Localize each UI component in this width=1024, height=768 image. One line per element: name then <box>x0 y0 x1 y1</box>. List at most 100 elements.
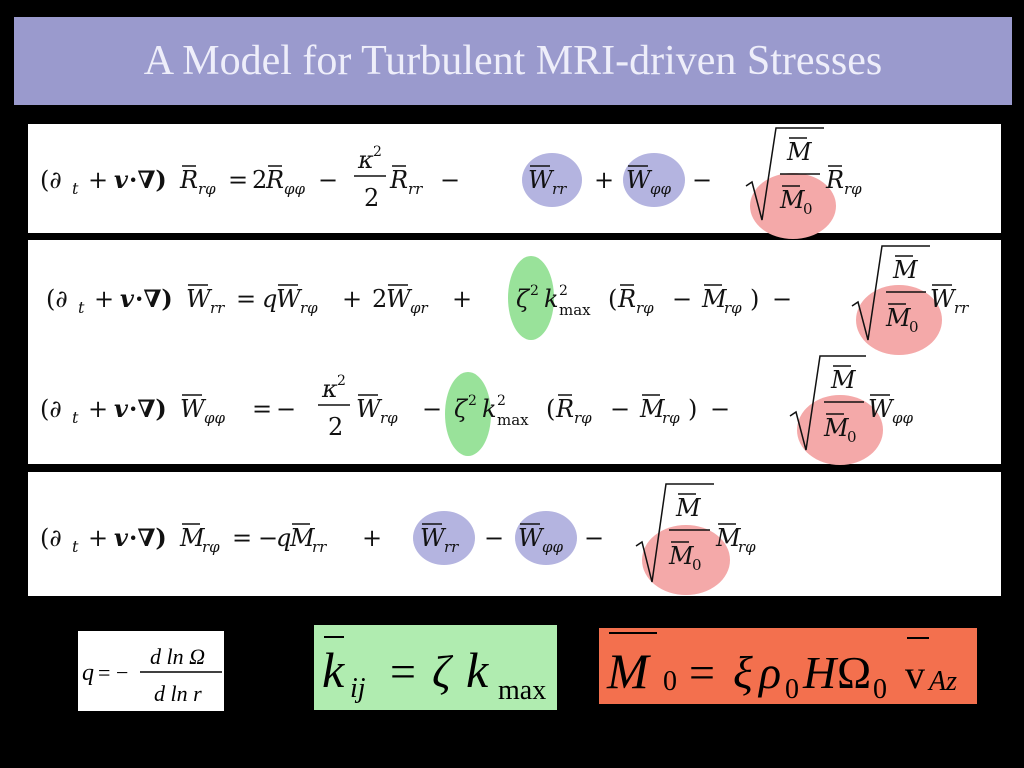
zeta-exp-2: 2 <box>468 393 477 409</box>
k-exp-1: 2 <box>559 283 568 299</box>
r-rphi-1: R <box>617 285 636 313</box>
q-eq: = <box>98 660 110 685</box>
w-rphi-sub: rφ <box>300 299 318 317</box>
q-definition-box: q = − d ln Ω d ln r <box>78 631 224 711</box>
m0-den-3: M <box>823 414 850 442</box>
w-phiphi-3-sub: φφ <box>542 538 564 556</box>
slide-title: A Model for Turbulent MRI-driven Stresse… <box>143 38 883 84</box>
w-rr-end: W <box>930 285 957 313</box>
lhs-v-3: v <box>114 394 129 423</box>
m0-den-4: M <box>668 542 695 570</box>
lhs-v: v <box>114 165 129 194</box>
m0-sub-3: 0 <box>847 428 857 446</box>
w-phir-sub: φr <box>410 299 429 317</box>
eq-sign: = <box>228 166 248 194</box>
lhs-t-3: t <box>72 408 79 427</box>
m-num-3: M <box>830 366 857 394</box>
w-rr-3: W <box>420 524 447 552</box>
k-1: k <box>544 285 559 313</box>
m-lhs: M <box>179 524 206 552</box>
w-lhs: W <box>186 285 213 313</box>
r-sub-rphi-2: rφ <box>844 180 862 198</box>
k-ij: ij <box>350 673 366 704</box>
r-symbol-2: R <box>265 166 284 194</box>
m-rphi-2: M <box>639 395 666 423</box>
minus-6: − <box>276 395 296 423</box>
equation-m-evolution: (∂ t + v ·∇) M rφ = − q M rr + W rr − W … <box>40 483 756 595</box>
m0-sub-2: 0 <box>909 318 919 336</box>
equation-panel-r: (∂ t + v ·∇) R rφ = 2 R φφ − κ 2 2 R rr … <box>28 124 1001 239</box>
lhs-t-2: t <box>78 298 85 317</box>
plus-2: + <box>342 285 362 313</box>
eq-sign-4: = <box>232 524 252 552</box>
m0-definition-box: M 0 = ξ ρ 0 H Ω 0 v Az <box>599 628 977 705</box>
minus-7: − <box>422 395 442 423</box>
k-exp-2: 2 <box>497 393 506 409</box>
w-lhs-2: W <box>180 395 207 423</box>
w-phiphi-end: W <box>868 395 895 423</box>
r-symbol-4: R <box>825 166 844 194</box>
kappa-den: 2 <box>364 184 379 212</box>
m-rphi-sub-1: rφ <box>724 299 742 317</box>
lhs-open-3: (∂ <box>40 395 62 423</box>
lhs-plus-4: + <box>88 524 108 552</box>
highlight-m0 <box>750 173 836 239</box>
w-lhs-sub: rr <box>210 299 225 317</box>
k-definition-box: k ij = ζ k max <box>314 625 557 710</box>
q-coef-2: q <box>276 524 291 552</box>
m0-den-2: M <box>885 304 912 332</box>
minus-5: − <box>772 285 792 313</box>
m0-rho: ρ <box>757 647 781 698</box>
k-2: k <box>482 395 497 423</box>
lhs-t-4: t <box>72 537 79 556</box>
m0-den: M <box>779 186 806 214</box>
zeta-2: ζ <box>454 395 469 423</box>
m0-h: H <box>802 647 839 698</box>
kappa-exp-2: 2 <box>337 373 346 389</box>
lhs-nabla: ·∇) <box>129 165 167 194</box>
minus-4: − <box>672 285 692 313</box>
equation-r-evolution: (∂ t + v ·∇) R rφ = 2 R φφ − κ 2 2 R rr … <box>40 127 862 239</box>
minus-11: − <box>484 524 504 552</box>
eq-sign-2: = <box>236 285 256 313</box>
minus-1: − <box>318 166 338 194</box>
m-num-2: M <box>892 256 919 284</box>
w-rr-3-sub: rr <box>444 538 459 556</box>
w-symbol: W <box>528 166 555 194</box>
m0-sub: 0 <box>803 200 813 218</box>
m0-v: v <box>905 652 925 697</box>
kappa-exp: 2 <box>373 144 382 160</box>
lhs-v-4: v <box>114 523 129 552</box>
kappa-2: κ <box>321 375 338 403</box>
m0-sub-4: 0 <box>692 556 702 574</box>
kappa-den-2: 2 <box>328 413 343 441</box>
paren-open-1: ( <box>608 285 617 313</box>
k-zeta: ζ <box>432 646 454 697</box>
m0-eq: = <box>689 647 715 698</box>
lhs-t: t <box>72 179 79 198</box>
k-rhs: k <box>466 642 489 698</box>
kappa: κ <box>357 146 374 174</box>
m0-zero: 0 <box>663 666 677 697</box>
m-rphi-end-sub: rφ <box>738 538 756 556</box>
plus-4: + <box>362 524 382 552</box>
coef-two-2: 2 <box>372 285 387 313</box>
w-phiphi-3: W <box>518 524 545 552</box>
q-denominator: d ln r <box>154 681 202 706</box>
r-symbol-3: R <box>389 166 408 194</box>
minus-2: − <box>440 166 460 194</box>
w-rphi-2: W <box>356 395 383 423</box>
lhs-nabla-3: ·∇) <box>129 394 167 423</box>
k-max-2: max <box>497 411 529 429</box>
m-rphi-1: M <box>701 285 728 313</box>
lhs-plus-3: + <box>88 395 108 423</box>
lhs-nabla-4: ·∇) <box>129 523 167 552</box>
r-sub-rr: rr <box>408 180 423 198</box>
zeta-1: ζ <box>516 285 531 313</box>
minus-8: − <box>610 395 630 423</box>
highlight-m0-3 <box>797 395 883 465</box>
q-symbol: q <box>82 660 94 686</box>
title-bar: A Model for Turbulent MRI-driven Stresse… <box>14 17 1012 105</box>
r-rphi-sub-1: rφ <box>636 299 654 317</box>
m-rphi-end: M <box>715 524 742 552</box>
